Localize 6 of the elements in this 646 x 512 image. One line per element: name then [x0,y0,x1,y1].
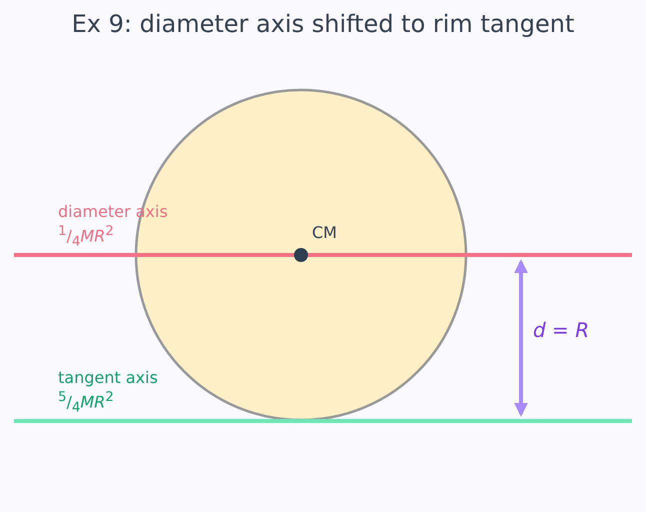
formula-label: $^{1}$/$_{4}$MR$^{2}$ [58,225,114,250]
axis-label: tangent axis [58,369,158,387]
formula-label: $^{5}$/$_{4}$MR$^{2}$ [58,391,114,416]
distance-label: d = R [533,319,590,341]
title: Ex 9: diameter axis shifted to rim tangent [70,11,576,38]
center-label: CM [312,224,337,242]
